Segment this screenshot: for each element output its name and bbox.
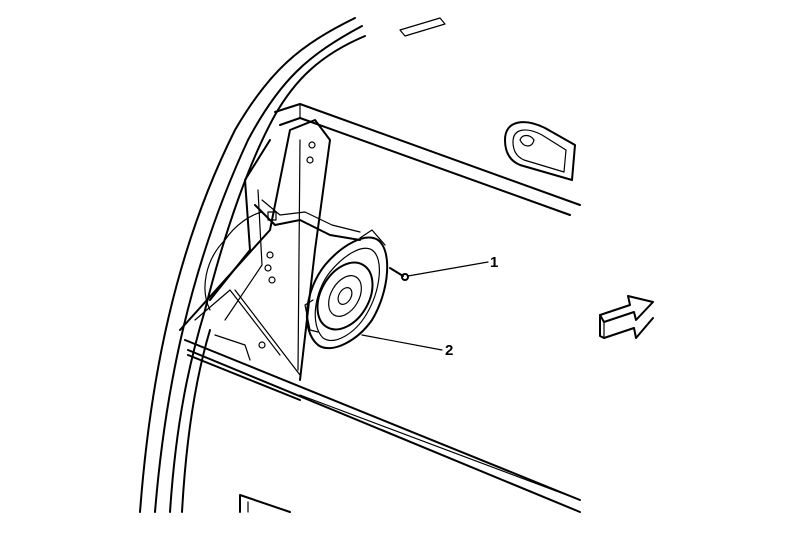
- callout-2-label: 2: [445, 342, 453, 359]
- callout-leaders: [361, 261, 489, 351]
- inner-door-panel: [179, 119, 331, 381]
- speaker-screw: [389, 267, 409, 281]
- speaker: [304, 229, 389, 350]
- arrow-forward-icon: [599, 295, 654, 339]
- door-belt-line: [184, 339, 581, 513]
- wiring-harness: [254, 199, 361, 241]
- door-handle-recess: [504, 121, 576, 181]
- callout-1-label: 1: [490, 254, 498, 271]
- window-opening: [274, 103, 581, 216]
